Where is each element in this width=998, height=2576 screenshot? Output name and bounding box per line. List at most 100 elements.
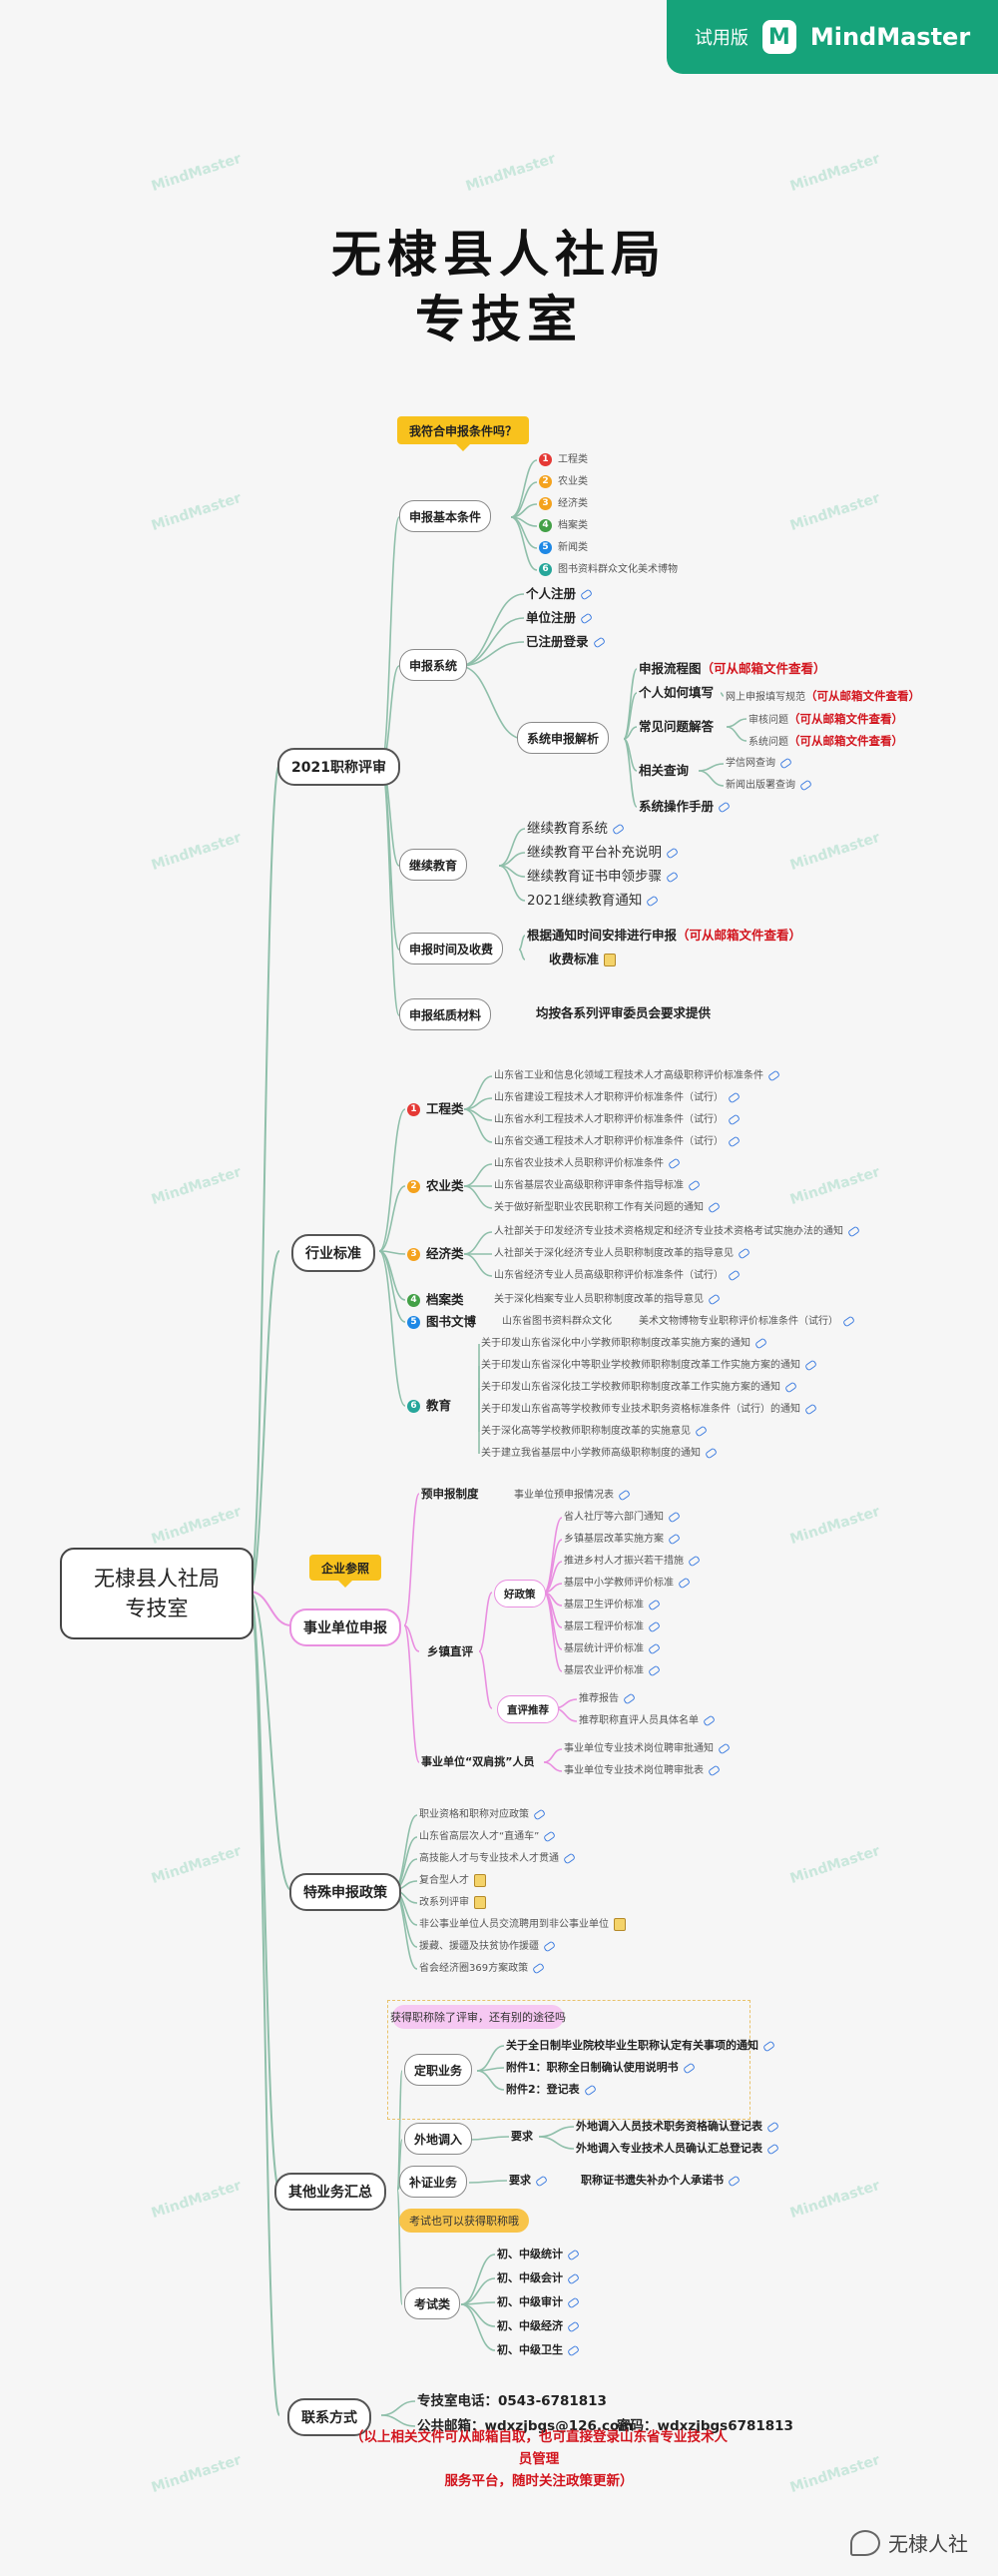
node-dual-role[interactable]: 事业单位“双肩挑”人员 xyxy=(421,1755,535,1768)
contact-email[interactable]: 公共邮箱：wdxzjbgs@126.com xyxy=(417,2418,634,2434)
policy-item[interactable]: 基层统计评价标准 xyxy=(564,1641,662,1657)
confirm-notice-link[interactable]: 关于全日制毕业院校毕业生职称认定有关事项的通知 xyxy=(506,2038,776,2054)
recommend-report-link[interactable]: 推荐报告 xyxy=(579,1691,637,1707)
branch-special-policy[interactable]: 特殊申报政策 xyxy=(289,1873,401,1911)
node-good-policy[interactable]: 好政策 xyxy=(494,1580,546,1608)
exam-item[interactable]: 初、中级卫生 xyxy=(497,2342,581,2358)
branch-public-institution[interactable]: 事业单位申报 xyxy=(289,1609,401,1646)
std-item[interactable]: 山东省基层农业高级职称评审条件指导标准 xyxy=(494,1178,702,1194)
manual-link[interactable]: 系统操作手册 xyxy=(639,799,732,815)
special-policy-item[interactable]: 非公事业单位人员交流聘用到非公事业单位 xyxy=(419,1917,626,1933)
node-recommend[interactable]: 直评推荐 xyxy=(497,1695,559,1723)
policy-item[interactable]: 基层工程评价标准 xyxy=(564,1619,662,1635)
std-item[interactable]: 美术文物博物专业职称评价标准条件（试行） xyxy=(639,1314,856,1330)
query-item[interactable]: 相关查询 xyxy=(639,763,690,778)
std-item[interactable]: 山东省交通工程技术人才职称评价标准条件（试行） xyxy=(494,1134,742,1150)
time-notice-item[interactable]: 根据通知时间安排进行申报（可从邮箱文件查看） xyxy=(527,928,802,943)
branch-other-business[interactable]: 其他业务汇总 xyxy=(274,2173,386,2211)
node-continuing-education[interactable]: 继续教育 xyxy=(399,849,468,881)
policy-item[interactable]: 基层农业评价标准 xyxy=(564,1663,662,1679)
node-system-parse[interactable]: 系统申报解析 xyxy=(517,722,610,754)
std-item[interactable]: 关于印发山东省深化中等职业学校教师职称制度改革工作实施方案的通知 xyxy=(481,1358,818,1374)
fill-guide-item[interactable]: 个人如何填写 xyxy=(639,685,715,700)
std-item[interactable]: 人社部关于印发经济专业技术资格规定和经济专业技术资格考试实施办法的通知 xyxy=(494,1224,861,1240)
dual-role-table-link[interactable]: 事业单位专业技术岗位聘审批表 xyxy=(564,1763,722,1779)
cont-edu-cert-link[interactable]: 继续教育证书申领步骤 xyxy=(527,869,680,885)
node-time-fee[interactable]: 申报时间及收费 xyxy=(399,933,504,965)
special-policy-item[interactable]: 高技能人才与专业技术人才贯通 xyxy=(419,1851,577,1867)
login-link[interactable]: 已注册登录 xyxy=(526,634,606,650)
policy-item[interactable]: 省人社厅等六部门通知 xyxy=(564,1510,682,1526)
special-policy-item[interactable]: 职业资格和职称对应政策 xyxy=(419,1807,547,1823)
std-item[interactable]: 人社部关于深化经济专业人员职称制度改革的指导意见 xyxy=(494,1246,751,1262)
node-basic-conditions[interactable]: 申报基本条件 xyxy=(399,500,492,532)
node-pre-declare[interactable]: 预申报制度 xyxy=(421,1487,479,1501)
exam-item[interactable]: 初、中级审计 xyxy=(497,2294,581,2310)
policy-item[interactable]: 基层中小学教师评价标准 xyxy=(564,1576,692,1592)
dual-role-notice-link[interactable]: 事业单位专业技术岗位聘审批通知 xyxy=(564,1741,732,1757)
std-item[interactable]: 关于印发山东省深化中小学教师职称制度改革实施方案的通知 xyxy=(481,1336,768,1352)
mindmaster-trial-badge[interactable]: 试用版 M MindMaster xyxy=(667,0,998,74)
flow-chart-item[interactable]: 申报流程图（可从邮箱文件查看） xyxy=(639,661,826,676)
node-transfer[interactable]: 外地调入 xyxy=(404,2123,473,2155)
node-paper-materials[interactable]: 申报纸质材料 xyxy=(399,998,492,1030)
exam-item[interactable]: 初、中级会计 xyxy=(497,2270,581,2286)
fee-item[interactable]: 收费标准 xyxy=(549,952,617,967)
reissue-promise-link[interactable]: 职称证书遗失补办个人承诺书 xyxy=(581,2173,742,2189)
transfer-form-link[interactable]: 外地调入人员技术职务资格确认登记表 xyxy=(576,2119,780,2135)
faq-item[interactable]: 常见问题解答 xyxy=(639,719,715,734)
node-confirm[interactable]: 定职业务 xyxy=(404,2054,473,2086)
special-policy-item[interactable]: 复合型人才 xyxy=(419,1873,486,1889)
chsi-query-link[interactable]: 学信网查询 xyxy=(726,756,793,772)
confirm-attachment2-link[interactable]: 附件2：登记表 xyxy=(506,2082,597,2098)
policy-item[interactable]: 推进乡村人才振兴若干措施 xyxy=(564,1554,702,1570)
std-item[interactable]: 关于深化高等学校教师职称制度改革的实施意见 xyxy=(481,1424,709,1440)
std-item[interactable]: 山东省图书资料群众文化 xyxy=(502,1316,612,1327)
node-exam[interactable]: 考试类 xyxy=(404,2287,461,2319)
transfer-requirement[interactable]: 要求 xyxy=(511,2130,533,2143)
recommend-list-link[interactable]: 推荐职称直评人员具体名单 xyxy=(579,1713,717,1729)
exam-item[interactable]: 初、中级经济 xyxy=(497,2318,581,2334)
personal-register-link[interactable]: 个人注册 xyxy=(526,586,594,602)
node-reissue[interactable]: 补证业务 xyxy=(399,2166,468,2198)
std-item[interactable]: 关于印发山东省高等学校教师专业技术职务资格标准条件（试行）的通知 xyxy=(481,1402,818,1418)
confirm-attachment1-link[interactable]: 附件1：职称全日制确认使用说明书 xyxy=(506,2060,696,2076)
policy-item[interactable]: 基层卫生评价标准 xyxy=(564,1598,662,1613)
branch-industry-standard[interactable]: 行业标准 xyxy=(291,1234,375,1272)
node-town-direct[interactable]: 乡镇直评 xyxy=(427,1644,473,1658)
std-item[interactable]: 山东省水利工程技术人才职称评价标准条件（试行） xyxy=(494,1112,742,1128)
cont-edu-note-link[interactable]: 继续教育平台补充说明 xyxy=(527,845,680,861)
branch-evaluation[interactable]: 2021职称评审 xyxy=(277,748,400,786)
press-query-link[interactable]: 新闻出版署查询 xyxy=(726,778,813,794)
policy-item[interactable]: 乡镇基层改革实施方案 xyxy=(564,1532,682,1548)
faq-review-item[interactable]: 审核问题（可从邮箱文件查看） xyxy=(748,712,903,726)
pre-declare-table-link[interactable]: 事业单位预申报情况表 xyxy=(514,1488,632,1504)
std-item[interactable]: 关于印发山东省深化技工学校教师职称制度改革工作实施方案的通知 xyxy=(481,1380,798,1396)
special-policy-item[interactable]: 山东省高层次人才“直通车” xyxy=(419,1829,557,1845)
special-policy-item[interactable]: 援藏、援疆及扶贫协作援疆 xyxy=(419,1939,557,1955)
unit-register-link[interactable]: 单位注册 xyxy=(526,610,594,626)
root-node[interactable]: 无棣县人社局 专技室 xyxy=(60,1548,253,1639)
fill-spec-item[interactable]: 网上申报填写规范（可从邮箱文件查看） xyxy=(726,689,920,703)
std-item[interactable]: 山东省工业和信息化领域工程技术人才高级职称评价标准条件 xyxy=(494,1068,781,1084)
std-item[interactable]: 关于深化档案专业人员职称制度改革的指导意见 xyxy=(494,1292,722,1308)
transfer-summary-link[interactable]: 外地调入专业技术人员确认汇总登记表 xyxy=(576,2141,780,2157)
special-policy-item[interactable]: 改系列评审 xyxy=(419,1895,486,1911)
reissue-requirement[interactable]: 要求 xyxy=(509,2173,549,2189)
special-policy-item[interactable]: 省会经济圈369方案政策 xyxy=(419,1961,546,1977)
cont-edu-notice-link[interactable]: 2021继续教育通知 xyxy=(527,893,660,909)
node-system[interactable]: 申报系统 xyxy=(399,649,468,681)
exam-item[interactable]: 初、中级统计 xyxy=(497,2247,581,2262)
